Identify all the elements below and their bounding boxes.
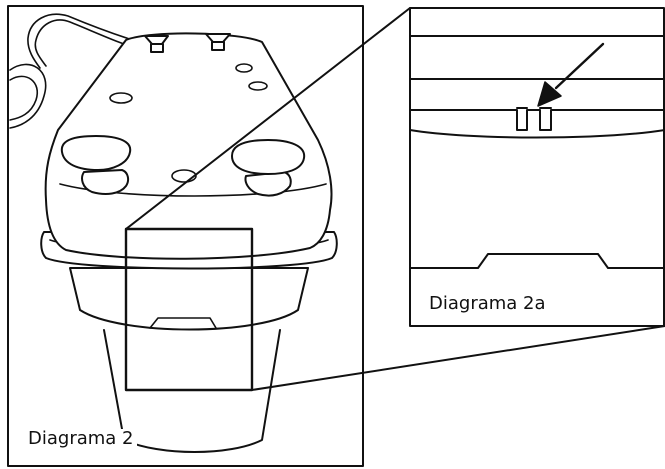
small-knob xyxy=(144,35,169,53)
main-frame xyxy=(7,5,364,467)
caption-diagram-2: Diagrama 2 xyxy=(25,429,137,449)
inset-flange-bottom xyxy=(409,129,665,139)
caption-diagram-2a: Diagrama 2a xyxy=(426,294,549,314)
power-cord-inner xyxy=(27,13,147,69)
top-hole xyxy=(109,92,133,104)
inset-notch-line xyxy=(409,253,665,269)
top-hole xyxy=(235,63,253,73)
inset-diagram xyxy=(409,7,665,327)
bowl-notch xyxy=(149,317,217,329)
base-bowl xyxy=(69,267,309,331)
large-knob-right xyxy=(231,139,306,197)
coiled-cord-2 xyxy=(9,75,39,121)
pointer-arrow-icon xyxy=(537,42,605,107)
inset-flange-top xyxy=(409,109,665,131)
small-knob xyxy=(205,33,231,51)
zoom-region-box xyxy=(124,227,254,392)
top-hole xyxy=(248,81,268,91)
inset-frame xyxy=(409,7,665,327)
main-diagram xyxy=(7,5,364,467)
coiled-cord xyxy=(9,63,47,129)
top-hole xyxy=(171,169,197,183)
connector-line-top xyxy=(125,7,411,230)
power-cord xyxy=(34,19,149,67)
large-knob-left xyxy=(60,135,132,195)
connector-line-bottom xyxy=(251,325,665,391)
